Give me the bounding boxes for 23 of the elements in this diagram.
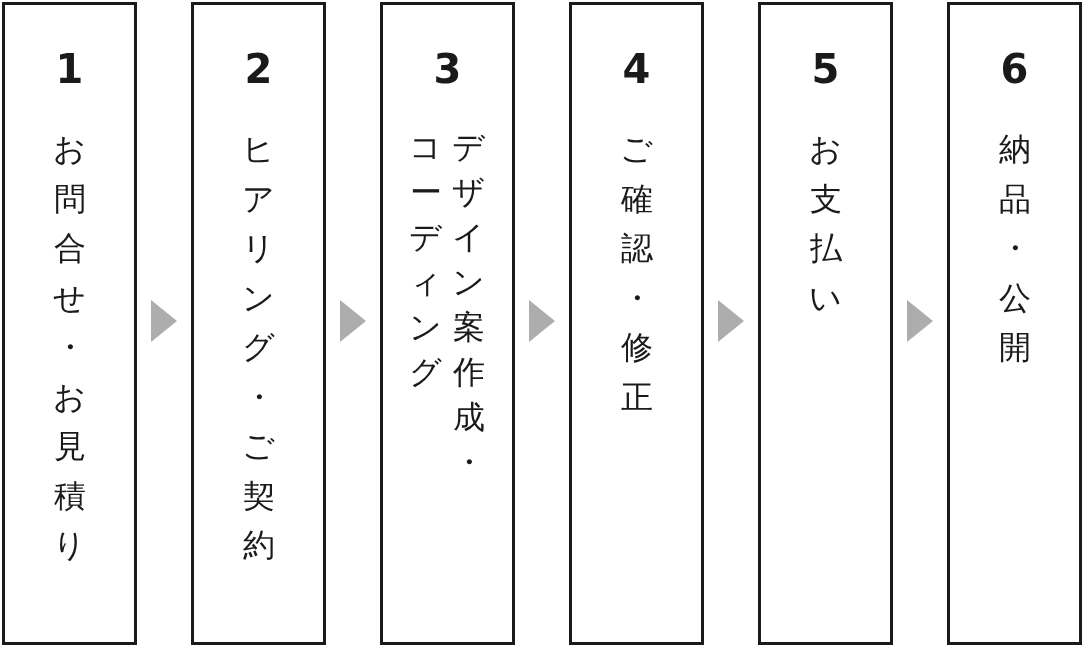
step-box xyxy=(380,2,515,645)
step-box xyxy=(191,2,326,645)
step-number: 5 xyxy=(811,49,840,89)
step-box xyxy=(758,2,893,645)
step-label: 納品・公開 xyxy=(998,129,1031,368)
step-label: ご確認・修正 xyxy=(620,129,653,418)
arrow xyxy=(529,300,555,342)
arrow xyxy=(151,300,177,342)
step-number: 4 xyxy=(622,49,651,89)
arrow xyxy=(907,300,933,342)
step-label: ヒアリング・ご契約 xyxy=(242,129,275,566)
step-label: デザイン案作成・コーディング xyxy=(410,127,485,483)
arrow xyxy=(718,300,744,342)
step-number: 6 xyxy=(1000,49,1029,89)
step-label: お問合せ・お見積り xyxy=(53,129,86,566)
step-box xyxy=(2,2,137,645)
step-label: お支払い xyxy=(809,129,842,319)
step-number: 3 xyxy=(433,49,462,89)
step-number: 1 xyxy=(55,49,84,89)
step-box xyxy=(569,2,704,645)
step-number: 2 xyxy=(244,49,273,89)
step-box xyxy=(947,2,1082,645)
arrow xyxy=(340,300,366,342)
